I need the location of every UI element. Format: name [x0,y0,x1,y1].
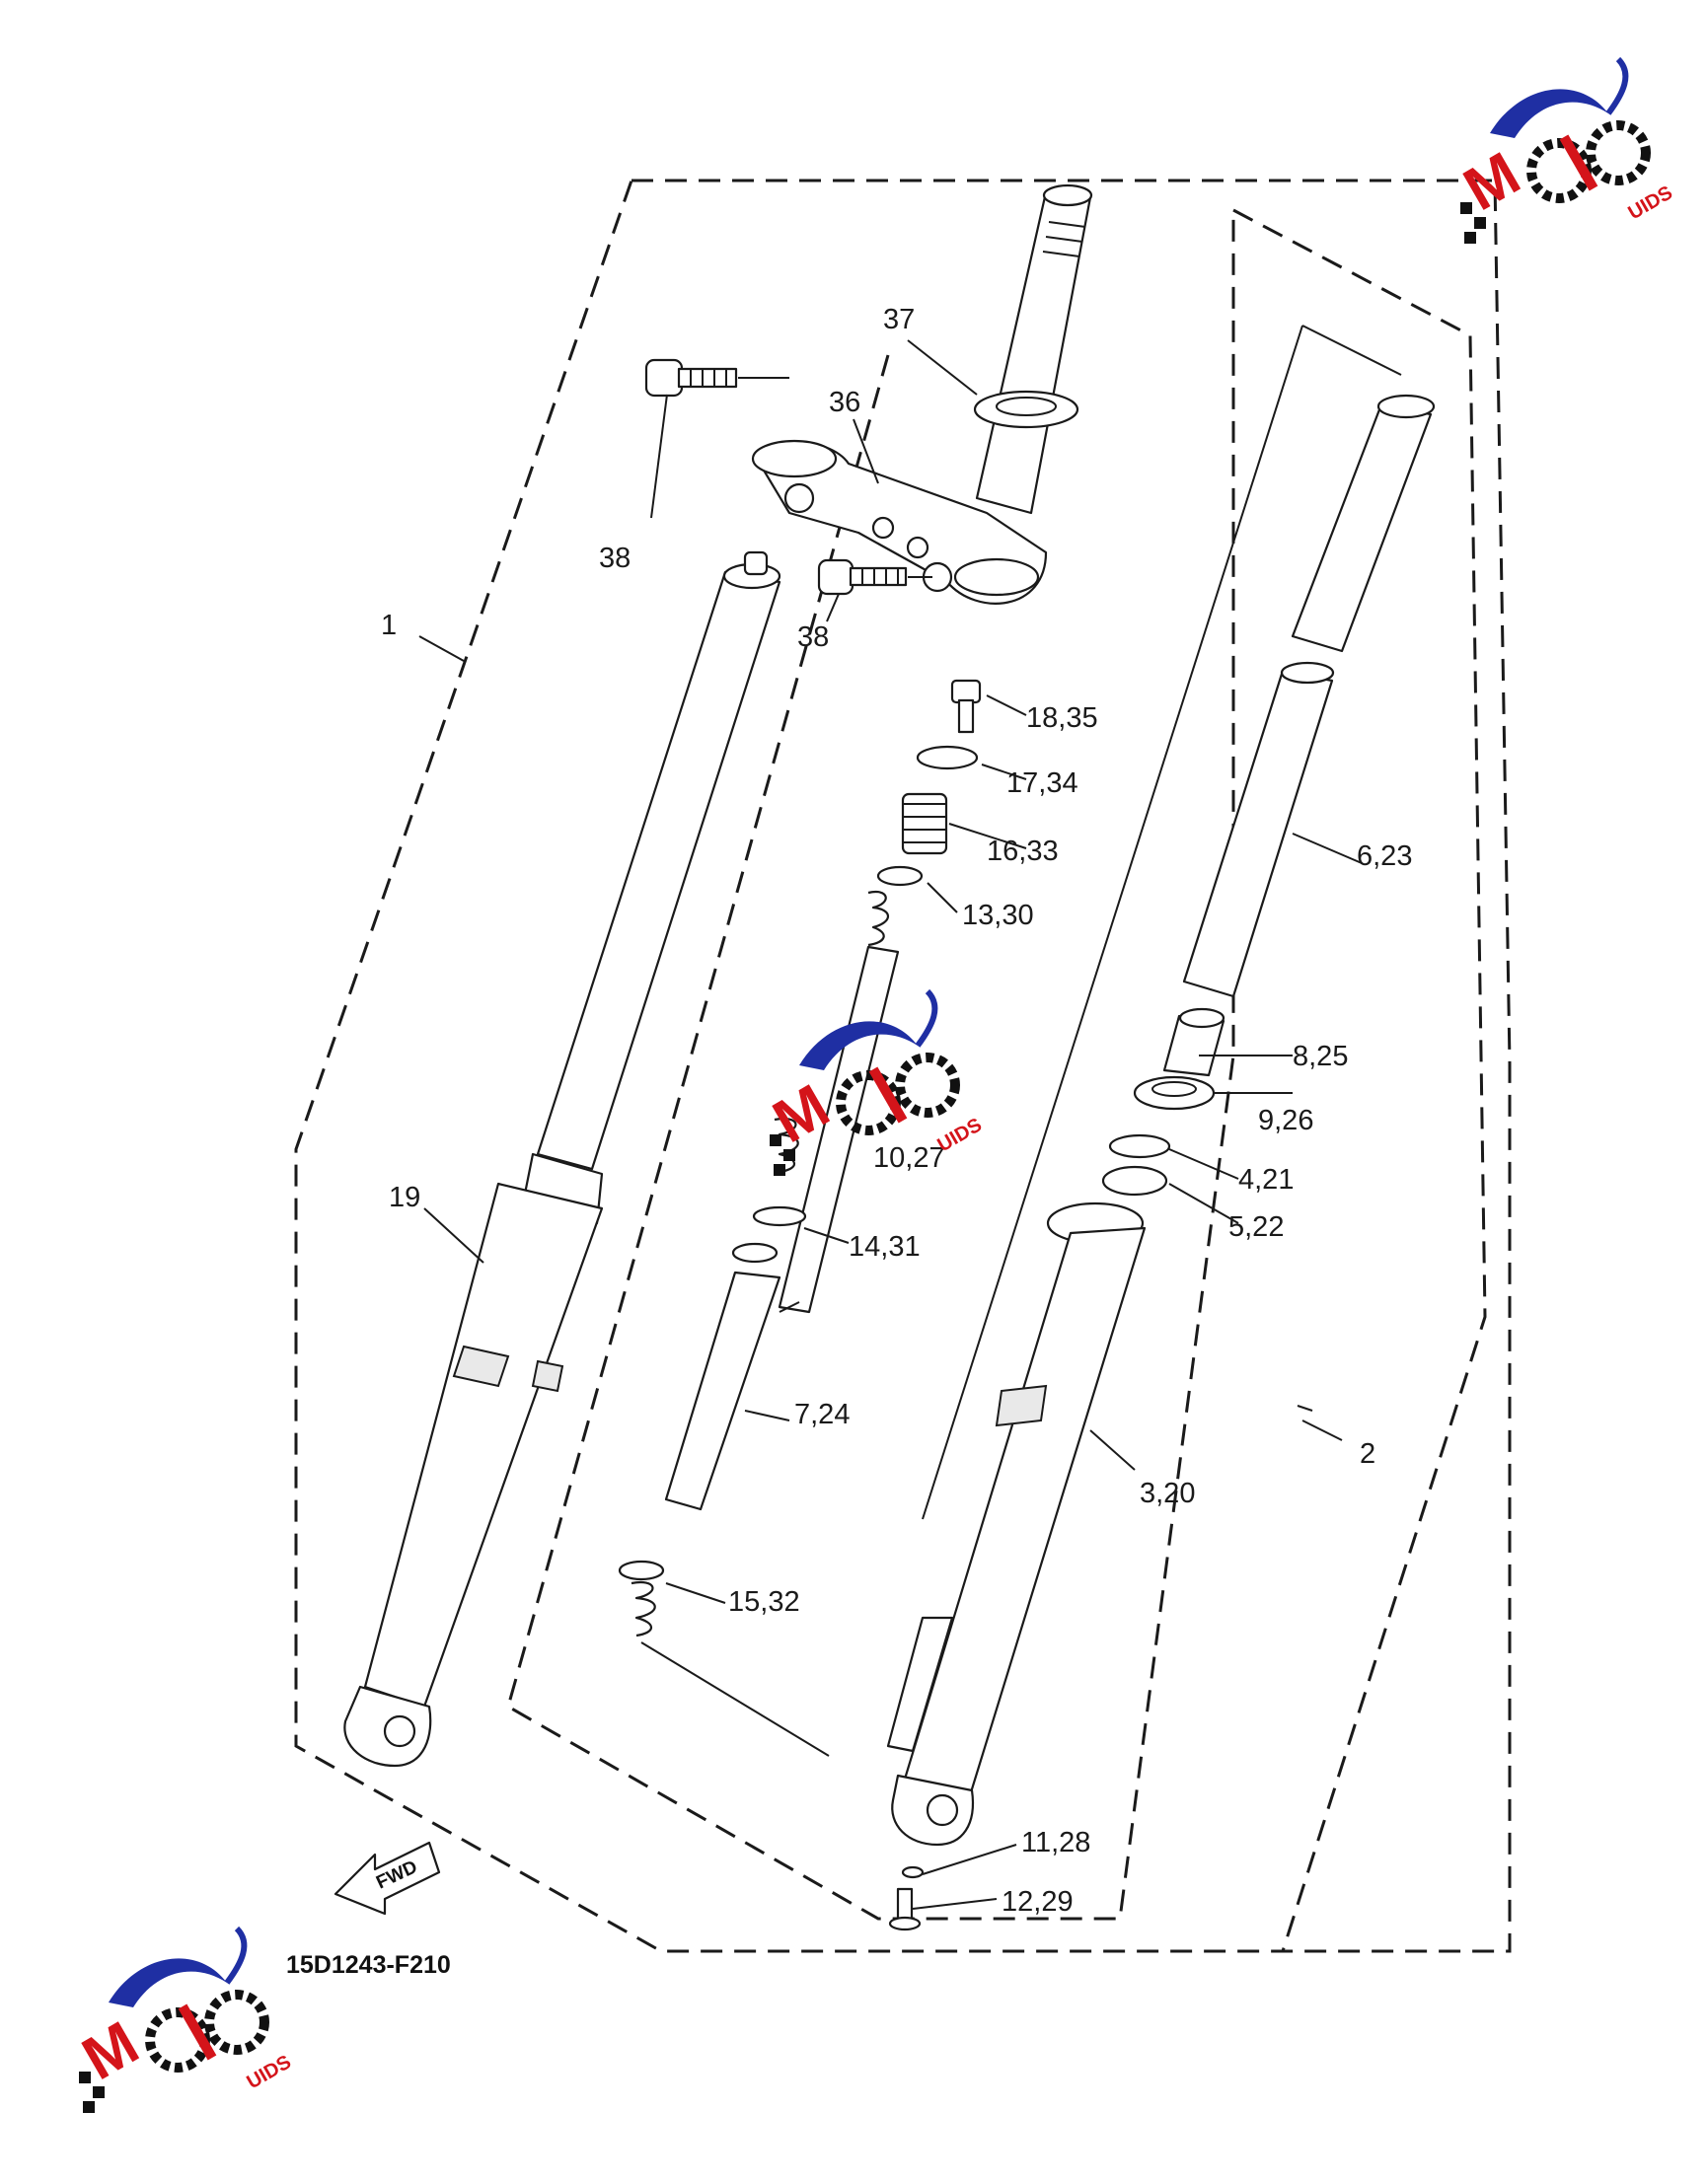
inner-boundary [506,210,1235,1921]
bolt-12-29 [896,1887,914,1921]
label-12-29: 12,29 [1002,1886,1074,1918]
label-16-33: 16,33 [987,836,1059,867]
label-18-35: 18,35 [1026,702,1098,734]
pinch-bolt-lower [817,558,932,596]
label-10-27: 10,27 [873,1142,945,1174]
right-fork-assembly [886,325,1436,1931]
label-13-30: 13,30 [962,900,1034,931]
label-3-20: 3,20 [1140,1478,1195,1509]
label-37: 37 [883,304,915,335]
label-2: 2 [1360,1438,1375,1470]
label-38-upper: 38 [599,543,631,574]
label-6-23: 6,23 [1357,840,1412,872]
label-5-22: 5,22 [1228,1211,1284,1243]
assembly-2-boundary [1232,208,1487,1952]
label-1: 1 [381,610,397,641]
label-14-31: 14,31 [849,1231,921,1263]
clip-4-21 [1108,1133,1171,1159]
part-labels: 37 36 38 38 1 18,35 17,34 16,33 13,30 6,… [381,304,1412,1918]
label-19: 19 [389,1182,420,1213]
label-17-34: 17,34 [1006,767,1078,799]
label-9-26: 9,26 [1258,1105,1313,1136]
washer-5-22 [1101,1165,1168,1197]
pinch-bolt-upper [644,358,789,398]
watermark-logo-top-right [1453,59,1676,244]
left-fork-assembly [343,550,781,1768]
watermark-logo-bottom-left [72,1929,295,2113]
drawing-code: 15D1243-F210 [286,1951,451,1979]
washer-11-28 [901,1865,925,1879]
label-11-28: 11,28 [1021,1827,1090,1858]
stem-bearing-washer [973,390,1079,429]
label-36: 36 [829,387,860,418]
label-38-lower: 38 [797,621,829,653]
under-bracket [751,439,1048,605]
steering-stem [973,183,1093,515]
fwd-arrow: FWD [334,1841,441,1916]
leader-lines [418,339,1363,1910]
label-7-24: 7,24 [794,1399,850,1430]
label-4-21: 4,21 [1238,1164,1294,1196]
label-15-32: 15,32 [728,1586,800,1618]
label-8-25: 8,25 [1293,1041,1348,1072]
assembly-1-boundary [294,179,1512,1953]
